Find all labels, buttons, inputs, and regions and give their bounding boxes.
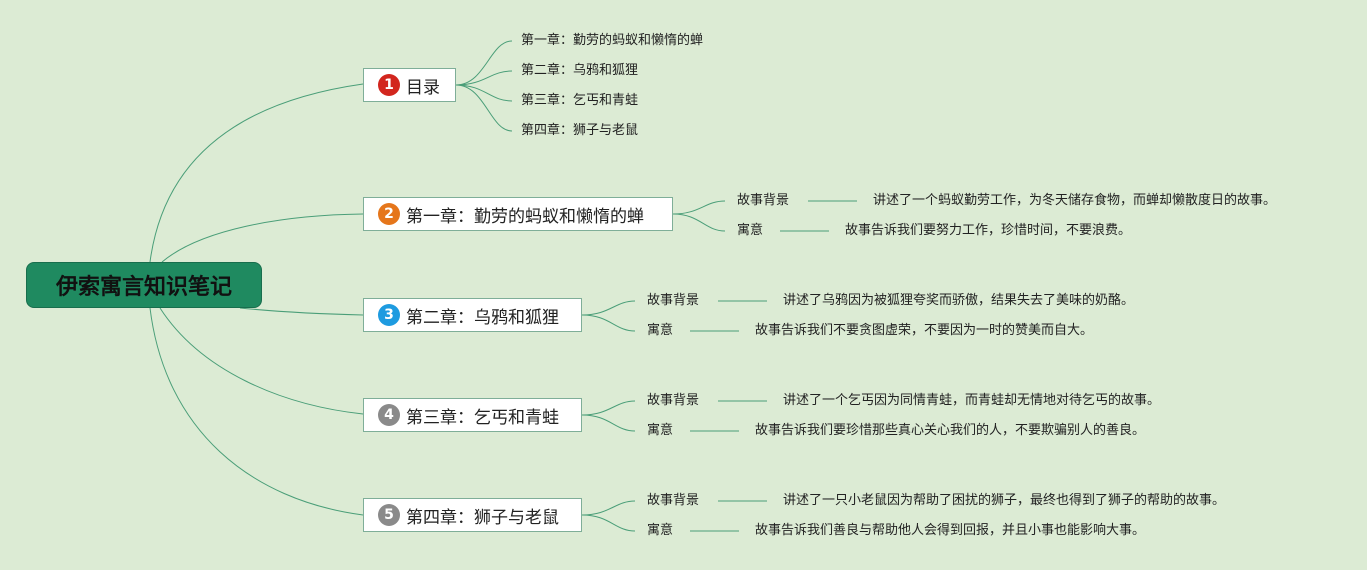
background-label[interactable]: 故事背景 [647, 493, 700, 508]
root-title: 伊索寓言知识笔记 [55, 275, 232, 300]
connector-root-b2 [161, 213, 364, 263]
background-label[interactable]: 故事背景 [647, 393, 700, 408]
toc-item[interactable]: 第四章：狮子与老鼠 [521, 123, 639, 138]
moral-text[interactable]: 故事告诉我们善良与帮助他人会得到回报，并且小事也能影响大事。 [755, 523, 1146, 538]
moral-text[interactable]: 故事告诉我们不要贪图虚荣，不要因为一时的赞美而自大。 [755, 323, 1094, 338]
background-text[interactable]: 讲述了一只小老鼠因为帮助了困扰的狮子，最终也得到了狮子的帮助的故事。 [783, 493, 1226, 508]
branch-node-chapter-4[interactable]: 5 第四章：狮子与老鼠 [363, 498, 582, 532]
background-label[interactable]: 故事背景 [647, 293, 700, 308]
root-node[interactable]: 伊索寓言知识笔记 [26, 262, 262, 308]
branch-node-chapter-2[interactable]: 3 第二章：乌鸦和狐狸 [363, 298, 582, 332]
branch-label: 目录 [406, 77, 440, 98]
connector-root-b4 [159, 307, 364, 415]
branch-node-contents[interactable]: 1 目录 [363, 68, 456, 102]
branch-label: 第一章：勤劳的蚂蚁和懒惰的蝉 [406, 206, 644, 227]
number-badge-icon: 2 [378, 203, 400, 225]
number-badge-icon: 5 [378, 504, 400, 526]
toc-item[interactable]: 第一章：勤劳的蚂蚁和懒惰的蝉 [521, 33, 704, 48]
moral-label[interactable]: 寓意 [737, 223, 764, 238]
moral-label[interactable]: 寓意 [647, 323, 674, 338]
branch-node-chapter-3[interactable]: 4 第三章：乞丐和青蛙 [363, 398, 582, 432]
number-badge-icon: 3 [378, 304, 400, 326]
background-text[interactable]: 讲述了一个乞丐因为同情青蛙，而青蛙却无情地对待乞丐的故事。 [783, 393, 1161, 408]
background-text[interactable]: 讲述了一个蚂蚁勤劳工作，为冬天储存食物，而蝉却懒散度日的故事。 [873, 193, 1277, 208]
moral-text[interactable]: 故事告诉我们要珍惜那些真心关心我们的人，不要欺骗别人的善良。 [755, 423, 1146, 438]
branch-label: 第二章：乌鸦和狐狸 [406, 307, 559, 328]
number-badge-icon: 1 [378, 74, 400, 96]
toc-item[interactable]: 第三章：乞丐和青蛙 [521, 93, 639, 108]
branch-label: 第三章：乞丐和青蛙 [406, 407, 559, 428]
number-badge-icon: 4 [378, 404, 400, 426]
moral-text[interactable]: 故事告诉我们要努力工作，珍惜时间，不要浪费。 [845, 223, 1132, 238]
branch-label: 第四章：狮子与老鼠 [406, 507, 559, 528]
moral-label[interactable]: 寓意 [647, 423, 674, 438]
moral-label[interactable]: 寓意 [647, 523, 674, 538]
connector-root-b3 [239, 307, 364, 316]
background-label[interactable]: 故事背景 [737, 193, 790, 208]
branch-node-chapter-1[interactable]: 2 第一章：勤劳的蚂蚁和懒惰的蝉 [363, 197, 673, 231]
connector-root-b1 [149, 83, 364, 263]
connector-root-b5 [149, 307, 364, 516]
toc-item[interactable]: 第二章：乌鸦和狐狸 [521, 63, 639, 78]
background-text[interactable]: 讲述了乌鸦因为被狐狸夸奖而骄傲，结果失去了美味的奶酪。 [783, 293, 1135, 308]
